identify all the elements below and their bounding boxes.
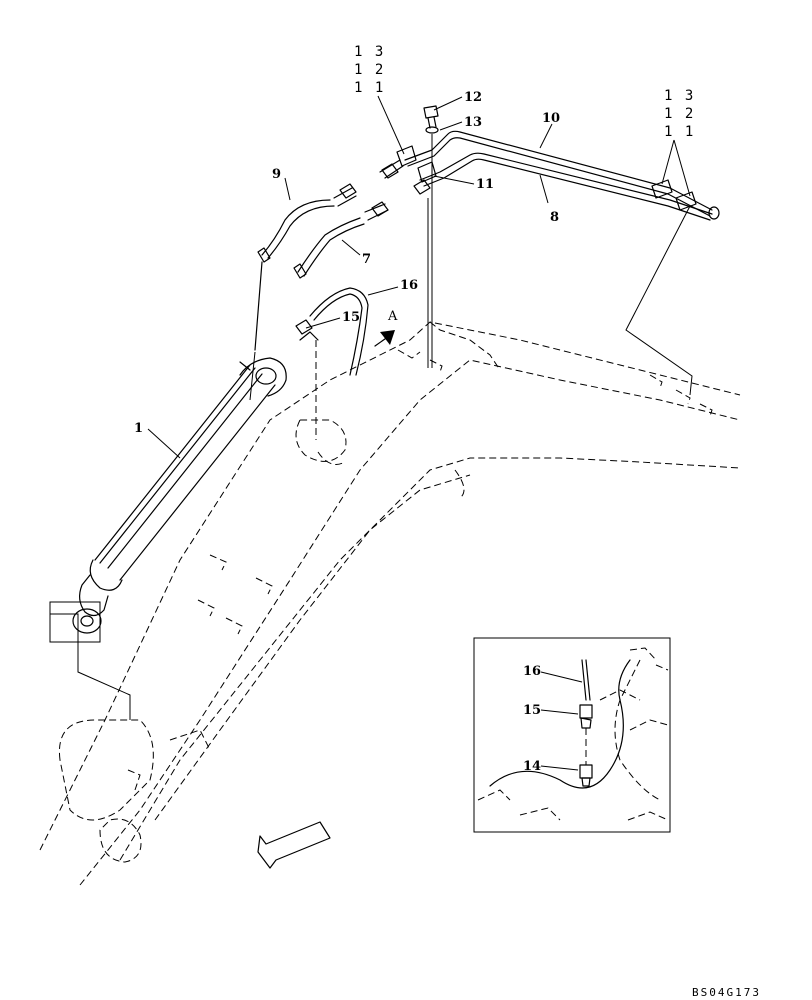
callout-7: 7 xyxy=(362,252,371,267)
detail-view-frame xyxy=(473,637,671,833)
view-a-arrow: A xyxy=(374,309,398,347)
drawing-code: BS04G173 xyxy=(692,986,761,999)
callout-stack-left-12: 1 2 xyxy=(354,62,385,78)
hose-7 xyxy=(293,203,389,279)
callout-13: 13 xyxy=(464,115,482,130)
bolt-12 xyxy=(423,105,439,129)
callout-stack-left-11: 1 1 xyxy=(354,80,385,96)
callout-stack-right-12: 1 2 xyxy=(664,106,695,122)
pipe-fittings xyxy=(295,145,720,335)
hydraulic-cylinder xyxy=(72,331,319,634)
detail-callout-14: 14 xyxy=(523,759,541,774)
pipe-10 xyxy=(404,130,713,217)
hose-16 xyxy=(309,287,369,376)
callout-16: 16 xyxy=(400,278,418,293)
detail-view: 16 15 14 xyxy=(473,637,671,833)
assembly-lines xyxy=(49,134,693,720)
callout-1: 1 xyxy=(134,421,143,436)
view-a-label: A xyxy=(387,309,398,324)
callout-stack-left-13: 1 3 xyxy=(354,44,385,60)
direction-arrow xyxy=(257,821,331,869)
callouts: 1 9 7 16 15 12 13 11 10 8 1 3 1 2 1 1 1 … xyxy=(134,44,695,459)
callout-stack-right-13: 1 3 xyxy=(664,88,695,104)
washer-13 xyxy=(425,126,439,134)
boom-outline xyxy=(39,321,741,886)
hose-9 xyxy=(254,159,404,351)
callout-12: 12 xyxy=(464,90,482,105)
callout-15: 15 xyxy=(342,310,360,325)
callout-9: 9 xyxy=(272,167,281,182)
callout-11: 11 xyxy=(476,177,494,192)
callout-stack-right-11: 1 1 xyxy=(664,124,695,140)
detail-callout-15: 15 xyxy=(523,703,541,718)
callout-8: 8 xyxy=(550,210,559,225)
pipe-8 xyxy=(419,152,713,221)
detail-callout-16: 16 xyxy=(523,664,541,679)
callout-10: 10 xyxy=(542,111,560,126)
